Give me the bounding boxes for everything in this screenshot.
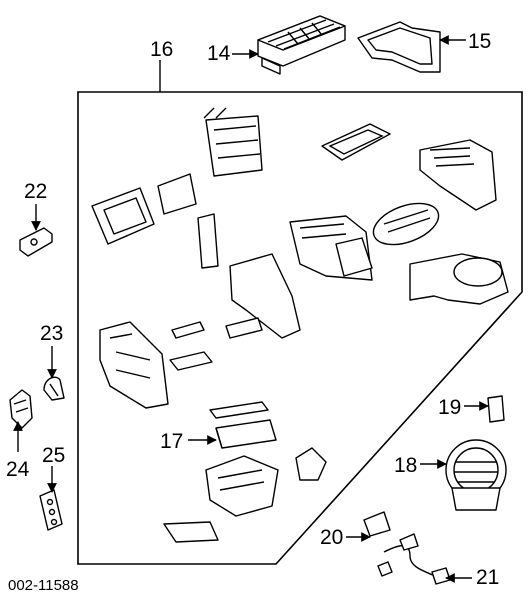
part-23-clip <box>43 376 65 401</box>
callout-23: 23 <box>40 322 63 345</box>
housing-assembly-outline <box>77 91 523 565</box>
callout-16: 16 <box>150 38 173 61</box>
reference-code: 002-11588 <box>8 577 79 594</box>
callout-20: 20 <box>320 526 343 549</box>
part-15-gasket <box>357 21 441 73</box>
leader-lines <box>13 35 489 583</box>
part-21-harness <box>377 533 451 585</box>
part-24-actuator <box>9 389 33 429</box>
callout-19: 19 <box>438 396 461 419</box>
part-25-mount <box>39 489 63 531</box>
callout-18: 18 <box>394 454 417 477</box>
part-22-bracket <box>19 227 53 257</box>
part-20-clip <box>363 511 391 537</box>
callout-17: 17 <box>160 430 183 453</box>
housing-internal-parts <box>91 107 509 543</box>
callout-15: 15 <box>468 30 491 53</box>
callout-25: 25 <box>42 444 65 467</box>
part-14-inlet-door <box>257 15 346 75</box>
callout-22: 22 <box>24 180 47 203</box>
callout-14: 14 <box>207 42 231 65</box>
callout-24: 24 <box>6 458 30 481</box>
callout-21: 21 <box>476 566 499 589</box>
part-19-resistor <box>487 395 505 423</box>
part-18-blower-motor <box>445 439 507 511</box>
